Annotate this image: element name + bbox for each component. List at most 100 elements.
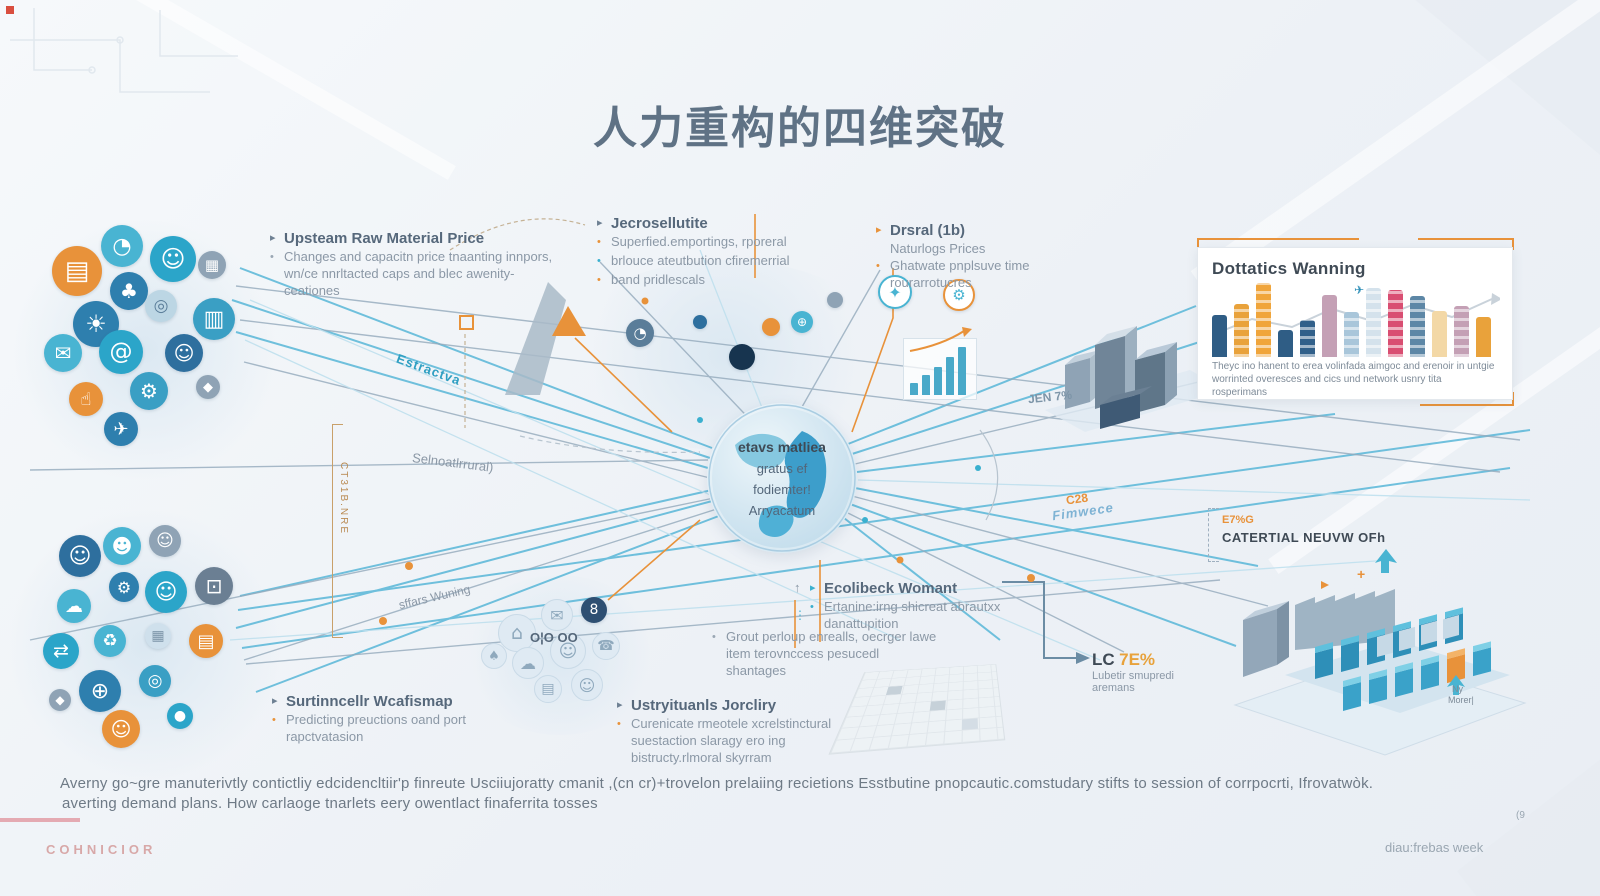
annotation-heading: Upsteam Raw Material Price	[284, 230, 485, 247]
label-oio: O¦O OO	[530, 630, 578, 645]
annotation-drsral: ▸ Drsral (1b) Naturlogs Prices • Ghatwat…	[876, 221, 1061, 291]
orange-triangle	[552, 306, 586, 336]
label-vertical-code: CT31B.NRE	[338, 462, 349, 536]
grid-cell	[961, 718, 979, 730]
lc-prefix: LC	[1092, 650, 1115, 669]
lc-subtext2: aremans	[1092, 682, 1135, 694]
globe-line: Arryacatum	[748, 502, 816, 518]
bracket-decoration	[332, 424, 343, 638]
circuit-decoration	[10, 8, 238, 93]
up-arrow-glyph: ↑	[794, 580, 801, 595]
lc-subtext: Lubetir smupredi	[1092, 670, 1174, 682]
panel-bar	[1234, 304, 1249, 357]
annotation-heading: Ecolibeck Womant	[824, 580, 958, 597]
plane-icon: ✈	[1354, 283, 1365, 297]
lc-percent: 7E%	[1119, 650, 1156, 669]
cluster-backdrop	[560, 260, 890, 450]
annotation-text: Ghatwate pnplsuve time rourarrotucres	[890, 258, 1030, 290]
bullet-marker: •	[712, 631, 716, 643]
mini-bar	[958, 347, 966, 395]
arrow-marker: ▸	[810, 582, 816, 594]
panel-bar	[1432, 311, 1447, 357]
arrow-marker: ▸	[876, 224, 882, 236]
globe-line: gratus ef	[756, 460, 808, 476]
panel-bar	[1278, 330, 1293, 357]
orange-square-marker	[459, 315, 474, 330]
globe-line: etavs matliea	[738, 438, 826, 455]
panel-bar	[1476, 317, 1491, 357]
blue-node-dots	[697, 417, 981, 523]
globe-line: fodiemter!	[753, 481, 811, 497]
annotation-text: Changes and capacitn price tnaanting inn…	[284, 249, 553, 298]
bullet-marker: •	[597, 274, 601, 286]
label-catertial-code: E7%G	[1222, 514, 1254, 526]
arrow-marker: ▸	[597, 217, 603, 229]
mini-bar	[946, 357, 954, 395]
panel-bar	[1344, 312, 1359, 357]
annotation-upsteam: ▸ Upsteam Raw Material Price • Changes a…	[270, 229, 555, 299]
panel-bar-chart: ✈	[1212, 281, 1500, 357]
bar-group	[1212, 281, 1498, 357]
page-title: 人力重构的四维突破	[593, 104, 1007, 153]
brand-logo: COHNICIOR	[46, 842, 157, 857]
label-catertial-neuvwofh: CATERTIAL NEUVW OFh	[1222, 530, 1386, 545]
annotation-heading: Ustryituanls Jorcliry	[631, 697, 777, 714]
panel-bar	[1256, 283, 1271, 357]
bullet-marker: •	[876, 260, 880, 272]
annotation-ustry: ▸ Ustryituanls Jorcliry • Curenicate rme…	[617, 696, 862, 766]
page-marker: (9	[1516, 810, 1525, 821]
bullet-marker: •	[617, 718, 621, 730]
growth-arrow	[909, 327, 972, 352]
panel-bar	[1322, 295, 1337, 357]
city-illustration	[1045, 326, 1225, 432]
panel-bar	[1410, 296, 1425, 357]
factory-illustration: +	[1233, 549, 1527, 756]
annotation-text: brlouce ateutbution cfiremerrial	[611, 253, 790, 268]
bullet-marker: •	[272, 714, 276, 726]
mini-bar-chart	[903, 327, 977, 400]
panel-corner-bracket	[1197, 238, 1359, 250]
panel-corner-bracket	[1420, 392, 1514, 406]
grid-cell	[885, 685, 903, 695]
arrow-marker: ▸	[270, 232, 276, 244]
bracket-decoration	[1208, 508, 1219, 562]
arrow-marker: ▸	[617, 699, 623, 711]
mini-bar	[934, 367, 942, 395]
label-lc-stat: LC 7E% Lubetir smupredi aremans	[1092, 650, 1174, 694]
arrow-figure	[505, 282, 566, 395]
panel-bar	[1366, 288, 1381, 357]
globe-illustration: etavs matliea gratus ef fodiemter! Arrya…	[707, 403, 857, 553]
red-corner-mark	[6, 6, 14, 14]
panel-title: Dottatics Wanning	[1212, 259, 1366, 278]
annotation-heading: Surtinncellr Wcafismap	[286, 693, 453, 710]
bullet-marker: •	[270, 251, 274, 263]
pink-edge-line	[0, 818, 80, 822]
annotation-text: Superfied.emportings, rporeral	[611, 234, 787, 249]
annotation-text: Predicting preuctions oand port rapctvat…	[286, 712, 466, 744]
annotation-text: Ertanine:irng shicreat abrautxx danattup…	[824, 599, 1001, 631]
annotation-grout: • Grout perloup enrealls, oecrger lawe i…	[712, 628, 937, 679]
bullet-marker: •	[597, 236, 601, 248]
annotation-surtinncellr: ▸ Surtinncellr Wcafismap • Predicting pr…	[272, 692, 522, 745]
panel-corner-bracket	[1418, 238, 1514, 250]
annotation-jecro: ▸ Jecrosellutite • Superfied.emportings,…	[597, 214, 827, 290]
panel-bar	[1388, 290, 1403, 357]
annotation-subtext: Naturlogs Prices	[890, 241, 986, 256]
panel-caption: Theyc ino hanent to erea volinfada aimgo…	[1212, 361, 1495, 398]
bullet-marker: •	[597, 255, 601, 267]
arrow-marker: ▸	[272, 695, 278, 707]
label-morer: Morer|	[1448, 695, 1474, 705]
footer-paragraph-line2: averting demand plans. How carlaoge tnar…	[62, 795, 598, 812]
globe-text: etavs matliea gratus ef fodiemter! Arrya…	[707, 403, 857, 553]
orange-node-dots	[379, 297, 1035, 625]
annotation-heading: Jecrosellutite	[611, 215, 708, 232]
svg-text:+: +	[1357, 566, 1365, 582]
dotted-connector-glyph: ⋮	[794, 608, 806, 622]
dottatics-warning-panel: Dottatics Wanning ✈ Theyc ino hanent to …	[1197, 247, 1513, 400]
annotation-text: Curenicate rmeotele xcrelstinctural sues…	[631, 716, 832, 765]
panel-bar	[1212, 315, 1227, 357]
annotation-heading: Drsral (1b)	[890, 222, 966, 239]
mini-bar	[922, 375, 930, 395]
